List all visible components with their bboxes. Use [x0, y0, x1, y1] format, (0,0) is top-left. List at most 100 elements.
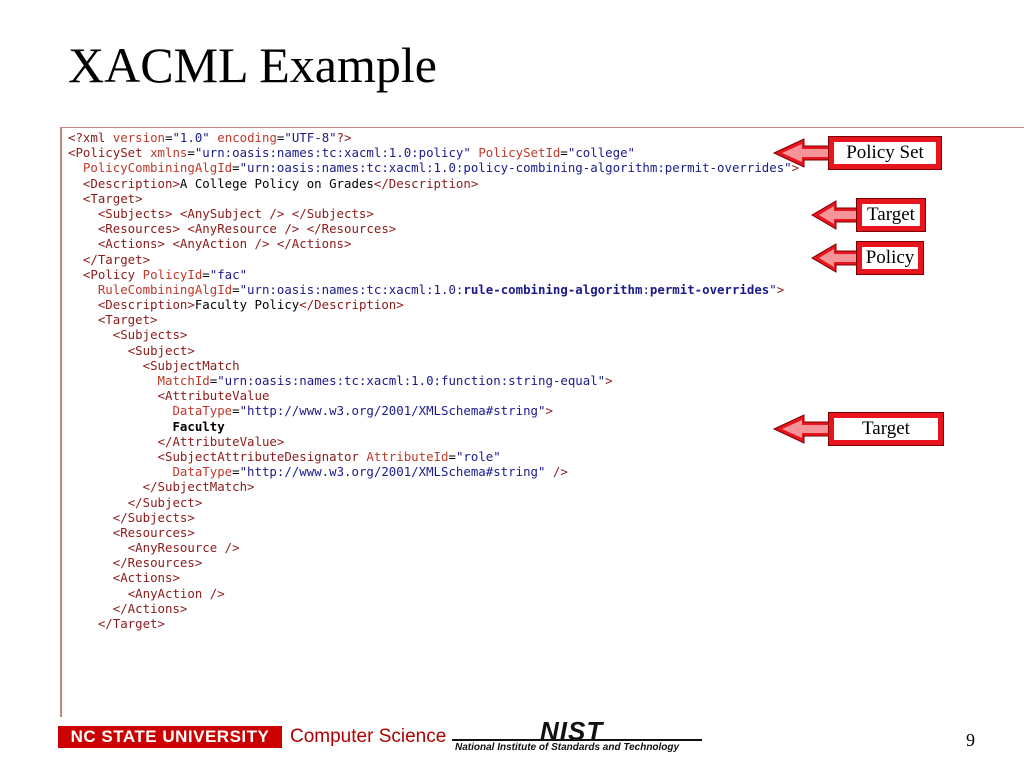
code-line: PolicyCombiningAlgId="urn:oasis:names:tc…: [68, 160, 799, 175]
callout-label: Target: [861, 203, 921, 227]
code-line: </Resources>: [68, 555, 799, 570]
code-line: DataType="http://www.w3.org/2001/XMLSche…: [68, 403, 799, 418]
code-token: >: [545, 403, 553, 419]
code-token: <SubjectMatch: [142, 357, 240, 373]
code-token: <Target>: [82, 190, 143, 206]
code-token: [68, 586, 128, 601]
code-token: <AnyResource />: [127, 540, 240, 556]
code-token: <Resources>: [112, 524, 195, 540]
code-token: </Description>: [299, 297, 404, 313]
code-line: MatchId="urn:oasis:names:tc:xacml:1.0:fu…: [68, 373, 799, 388]
code-line: <Subjects>: [68, 327, 799, 342]
code-token: [68, 449, 158, 464]
code-line: </Actions>: [68, 601, 799, 616]
code-token: [68, 419, 172, 434]
code-token: [68, 267, 83, 282]
code-line: </AttributeValue>: [68, 434, 799, 449]
code-token: DataType: [172, 464, 233, 480]
code-token: [68, 540, 128, 555]
code-line: <Description>Faculty Policy</Description…: [68, 297, 799, 312]
code-token: </Description>: [373, 175, 479, 191]
slide-title: XACML Example: [68, 37, 437, 93]
code-line: Faculty: [68, 419, 799, 434]
code-token: <Target>: [97, 312, 158, 328]
code-line: <SubjectMatch: [68, 358, 799, 373]
code-token: <?xml: [68, 130, 113, 145]
code-token: AttributeId: [366, 448, 449, 464]
code-token: >: [605, 373, 613, 388]
xacml-code-block: <?xml version="1.0" encoding="UTF-8"?><P…: [68, 130, 799, 631]
callout-label: Policy Set: [833, 141, 937, 165]
code-line: </Subjects>: [68, 510, 799, 525]
code-token: "urn:oasis:names:tc:xacml:1.0:function:s…: [217, 373, 606, 388]
code-token: [68, 373, 158, 388]
code-line: <Description>A College Policy on Grades<…: [68, 176, 799, 191]
code-token: Faculty: [172, 418, 225, 434]
code-token: [68, 525, 113, 540]
code-token: "urn:oasis:names:tc:xacml:1.0:policy-com…: [239, 160, 792, 176]
code-line: <Target>: [68, 191, 799, 206]
nist-rule: [452, 739, 702, 741]
policy-callout: Policy: [810, 241, 924, 277]
code-token: </Subject>: [127, 494, 203, 510]
code-token: DataType: [172, 403, 233, 419]
code-token: [68, 327, 113, 342]
code-panel: [60, 127, 1024, 717]
code-token: Faculty Policy: [194, 297, 300, 313]
code-token: [68, 312, 98, 327]
code-token: [68, 282, 98, 297]
code-line: </Target>: [68, 616, 799, 631]
code-token: <AttributeValue: [157, 388, 270, 404]
code-token: =: [276, 130, 285, 145]
code-token: >: [776, 281, 785, 297]
left-arrow-icon: [772, 414, 832, 444]
code-token: />: [545, 464, 568, 480]
code-token: PolicyId: [142, 266, 203, 282]
code-token: =: [232, 464, 240, 480]
code-token: [68, 191, 83, 206]
code-token: rule-combining-algorithm: [463, 281, 643, 297]
code-token: [68, 358, 143, 373]
code-token: <Policy: [82, 266, 143, 282]
code-token: RuleCombiningAlgId: [97, 281, 233, 297]
code-token: <Subjects> <AnySubject /> </Subjects>: [97, 205, 374, 221]
code-line: <Resources> <AnyResource /> </Resources>: [68, 221, 799, 236]
code-token: >: [791, 160, 800, 176]
code-token: <AnyAction />: [127, 585, 225, 601]
code-token: <Resources> <AnyResource /> </Resources>: [97, 221, 397, 237]
code-token: </Actions>: [112, 600, 188, 616]
ncsu-logo: NC STATE UNIVERSITY: [58, 726, 282, 748]
code-token: <SubjectAttributeDesignator: [157, 448, 367, 464]
code-token: </Target>: [97, 616, 165, 631]
code-token: =: [187, 145, 195, 161]
code-line: <AnyAction />: [68, 586, 799, 601]
code-token: [68, 403, 172, 418]
code-line: </SubjectMatch>: [68, 479, 799, 494]
code-line: <Resources>: [68, 525, 799, 540]
code-line: <Subject>: [68, 343, 799, 358]
code-token: <Description>: [82, 175, 180, 191]
department-label: Computer Science: [290, 726, 447, 747]
code-token: A College Policy on Grades: [179, 175, 374, 191]
code-token: =: [560, 145, 568, 161]
code-token: :: [642, 281, 650, 297]
target-callout: Target: [772, 412, 944, 448]
code-token: "UTF-8": [284, 130, 337, 145]
left-arrow-icon: [811, 200, 860, 230]
code-token: =: [209, 373, 218, 388]
code-line: <Actions> <AnyAction /> </Actions>: [68, 236, 799, 251]
code-token: <Actions> <AnyAction /> </Actions>: [97, 236, 352, 252]
code-token: </Subjects>: [112, 509, 195, 525]
code-token: "college": [567, 145, 635, 161]
code-token: [68, 570, 113, 585]
left-arrow-icon: [811, 243, 860, 273]
code-token: </AttributeValue>: [157, 433, 285, 449]
code-token: "role": [455, 448, 501, 464]
code-token: MatchId: [157, 373, 210, 388]
code-token: "fac": [209, 266, 248, 282]
code-token: "1.0": [172, 130, 210, 145]
code-token: ": [769, 281, 777, 297]
code-token: <Subject>: [127, 342, 195, 358]
code-token: xmlns: [150, 145, 188, 161]
code-token: "urn:oasis:names:tc:xacml:1.0:: [239, 281, 464, 297]
